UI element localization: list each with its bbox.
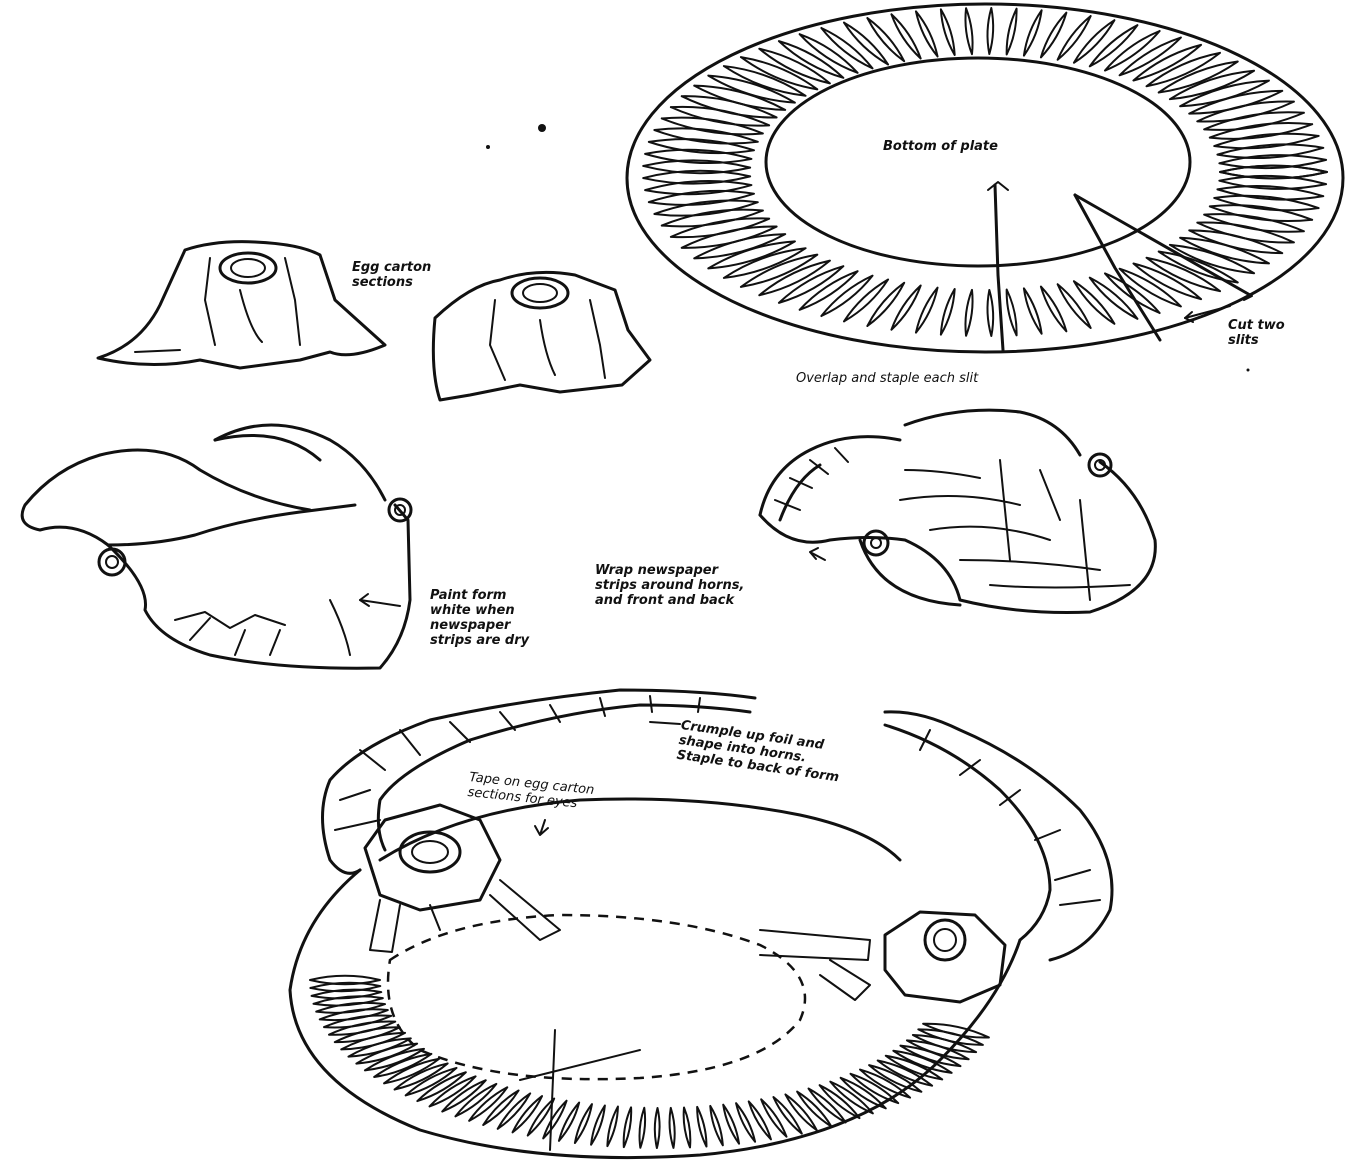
rim-rib: [723, 1105, 739, 1144]
rim-rib: [406, 1068, 457, 1095]
rim-rib: [987, 290, 993, 336]
rim-rib: [891, 285, 920, 329]
rim-rib: [684, 1108, 691, 1148]
rim-rib: [655, 1108, 660, 1148]
ink-speck: [486, 145, 490, 149]
rim-rib: [987, 8, 993, 54]
rim-rib: [640, 1108, 646, 1148]
rim-rib: [710, 1106, 723, 1145]
rim-rib: [1007, 289, 1017, 335]
rim-rib: [965, 290, 972, 336]
painted-form-drawing: [22, 425, 411, 668]
wrapped-form-drawing: [760, 410, 1155, 612]
rim-rib: [1007, 9, 1017, 55]
label-bottom-of-plate: Bottom of plate: [883, 139, 998, 154]
rim-rib: [965, 8, 972, 54]
label-overlap-staple: Overlap and staple each slit: [796, 371, 978, 386]
rim-rib: [591, 1105, 605, 1144]
rim-rib: [374, 1054, 431, 1077]
ink-speck: [538, 124, 546, 132]
rim-rib: [1024, 10, 1042, 55]
rim-rib: [916, 11, 938, 56]
rim-rib: [697, 1107, 706, 1147]
rim-rib: [384, 1059, 439, 1084]
mask-plate-ribs: [310, 976, 989, 1148]
egg-carton-section-right: [433, 272, 650, 400]
rim-rib: [654, 200, 757, 215]
rim-rib: [941, 9, 955, 55]
rim-rib: [1210, 123, 1312, 139]
label-cut-two-slits: Cut two slits: [1228, 318, 1285, 348]
label-egg-carton-sections: Egg carton sections: [352, 260, 431, 290]
rim-rib: [916, 288, 938, 333]
rim-rib: [607, 1107, 618, 1147]
rim-rib: [869, 1065, 921, 1092]
rim-rib: [395, 1063, 448, 1089]
paper-plate-drawing: [627, 4, 1343, 352]
egg-carton-section-left: [98, 242, 385, 368]
rim-rib: [670, 1108, 675, 1148]
rim-rib: [624, 1107, 632, 1147]
rim-rib: [1024, 288, 1042, 333]
rim-rib: [891, 14, 920, 58]
label-paint-form: Paint form white when newspaper strips a…: [430, 588, 529, 648]
ink-speck: [1247, 369, 1250, 372]
rim-rib: [941, 289, 955, 335]
rim-rib: [893, 1051, 951, 1073]
label-wrap-newspaper: Wrap newspaper strips around horns, and …: [595, 563, 744, 608]
